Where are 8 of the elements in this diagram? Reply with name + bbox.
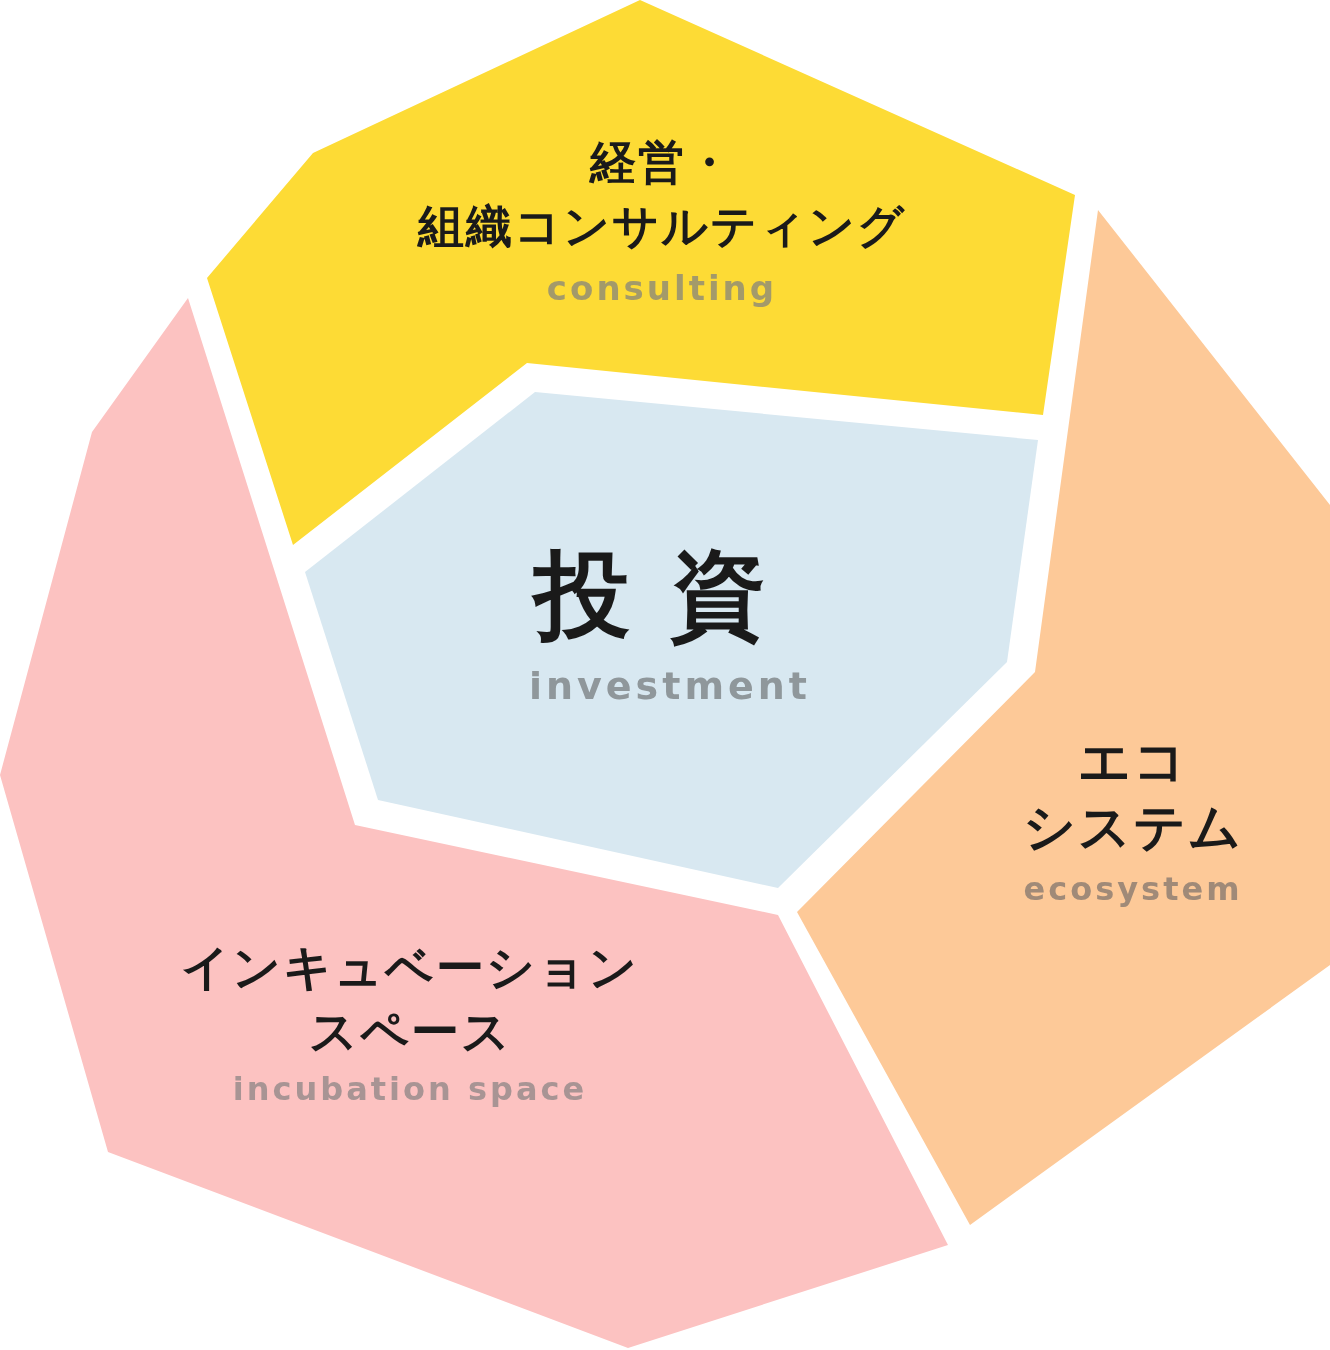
subtitle: ecosystem: [1023, 870, 1243, 908]
polygon-panel: [207, 0, 1075, 545]
subtitle: investment: [529, 664, 811, 708]
subtitle: incubation space: [232, 1070, 588, 1108]
heading: 経営・組織コンサルティング: [418, 134, 906, 255]
heading: インキュベーションスペース: [181, 938, 639, 1061]
subtitle: consulting: [546, 268, 778, 308]
heading: エコシステム: [1023, 730, 1243, 859]
